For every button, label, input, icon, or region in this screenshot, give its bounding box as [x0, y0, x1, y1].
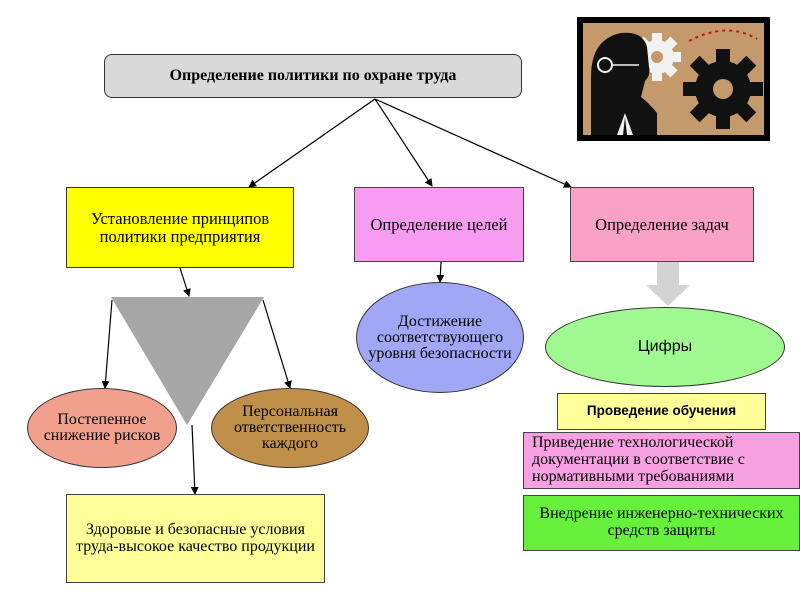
healthy-conditions-box: Здоровые и безопасные условия труда-высо…: [66, 494, 325, 583]
block-arrow-tasks-to-numbers: [646, 262, 690, 306]
responsibility-ellipse: Персональная ответственность каждого: [211, 388, 369, 468]
risk-reduction-label: Постепенное снижение рисков: [28, 412, 176, 444]
safety-level-label: Достижение соответствующего уровня безоп…: [357, 314, 523, 362]
training-box: Проведение обучения: [557, 393, 766, 430]
engineering-label: Внедрение инженерно-технических средств …: [524, 506, 799, 540]
policy-title: Определение политики по охране труда: [170, 68, 457, 85]
numbers-ellipse: Цифры: [545, 307, 785, 387]
arrow-triangle-to-healthy: [192, 425, 195, 494]
person-with-gears-icon: [577, 17, 770, 141]
numbers-label: Цифры: [638, 339, 692, 355]
arrow-title-to-principles: [249, 99, 375, 187]
principles-box: Установление принципов политики предприя…: [66, 187, 294, 268]
goals-label: Определение целей: [370, 212, 507, 238]
principles-label: Установление принципов политики предприя…: [67, 210, 293, 245]
tasks-box: Определение задач: [570, 187, 754, 262]
training-label: Проведение обучения: [587, 404, 736, 418]
arrow-principles-to-triangle: [180, 268, 189, 296]
policy-title-box: Определение политики по охране труда: [104, 54, 522, 98]
tasks-label: Определение задач: [595, 216, 729, 233]
safety-level-ellipse: Достижение соответствующего уровня безоп…: [356, 282, 524, 393]
responsibility-label: Персональная ответственность каждого: [212, 404, 368, 452]
documentation-label: Приведение технологической документации …: [532, 435, 799, 485]
goals-box: Определение целей: [354, 187, 524, 262]
engineering-box: Внедрение инженерно-технических средств …: [523, 495, 800, 551]
arrow-triangle-to-responsibility: [263, 300, 290, 388]
arrow-triangle-to-risk: [105, 300, 112, 388]
documentation-box: Приведение технологической документации …: [523, 432, 800, 489]
arrow-goals-to-safety: [440, 262, 441, 282]
healthy-conditions-label: Здоровые и безопасные условия труда-высо…: [67, 522, 324, 556]
risk-reduction-ellipse: Постепенное снижение рисков: [27, 388, 177, 468]
